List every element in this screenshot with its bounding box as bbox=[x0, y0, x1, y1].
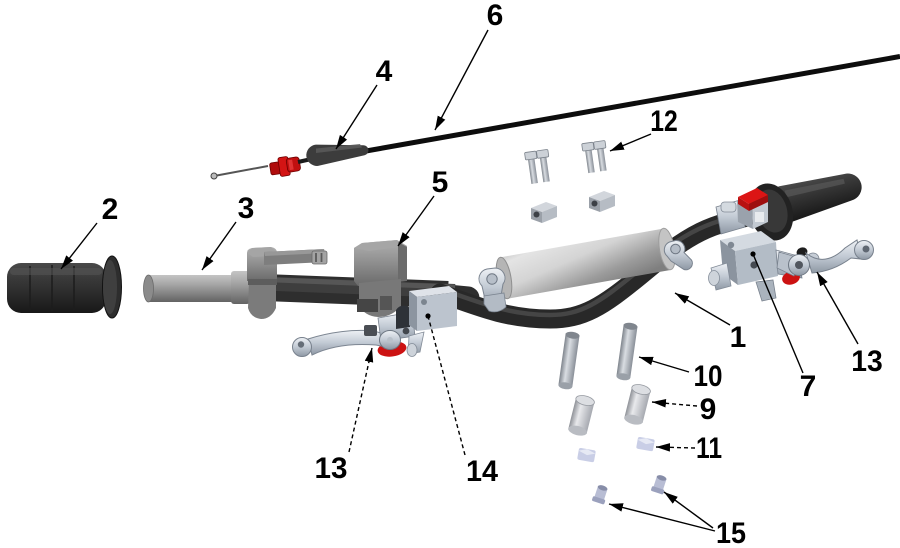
svg-text:3: 3 bbox=[238, 192, 255, 225]
svg-text:2: 2 bbox=[102, 193, 119, 226]
svg-text:4: 4 bbox=[376, 55, 393, 88]
svg-text:9: 9 bbox=[700, 393, 717, 426]
svg-text:15: 15 bbox=[716, 517, 746, 548]
svg-text:5: 5 bbox=[432, 166, 449, 199]
svg-text:12: 12 bbox=[650, 105, 678, 138]
svg-text:6: 6 bbox=[487, 0, 504, 32]
svg-text:11: 11 bbox=[696, 432, 722, 465]
svg-text:14: 14 bbox=[466, 455, 498, 488]
svg-text:13: 13 bbox=[315, 452, 348, 485]
svg-text:1: 1 bbox=[730, 321, 747, 354]
svg-text:13: 13 bbox=[851, 345, 883, 378]
svg-text:7: 7 bbox=[800, 370, 817, 403]
svg-text:10: 10 bbox=[694, 360, 723, 393]
